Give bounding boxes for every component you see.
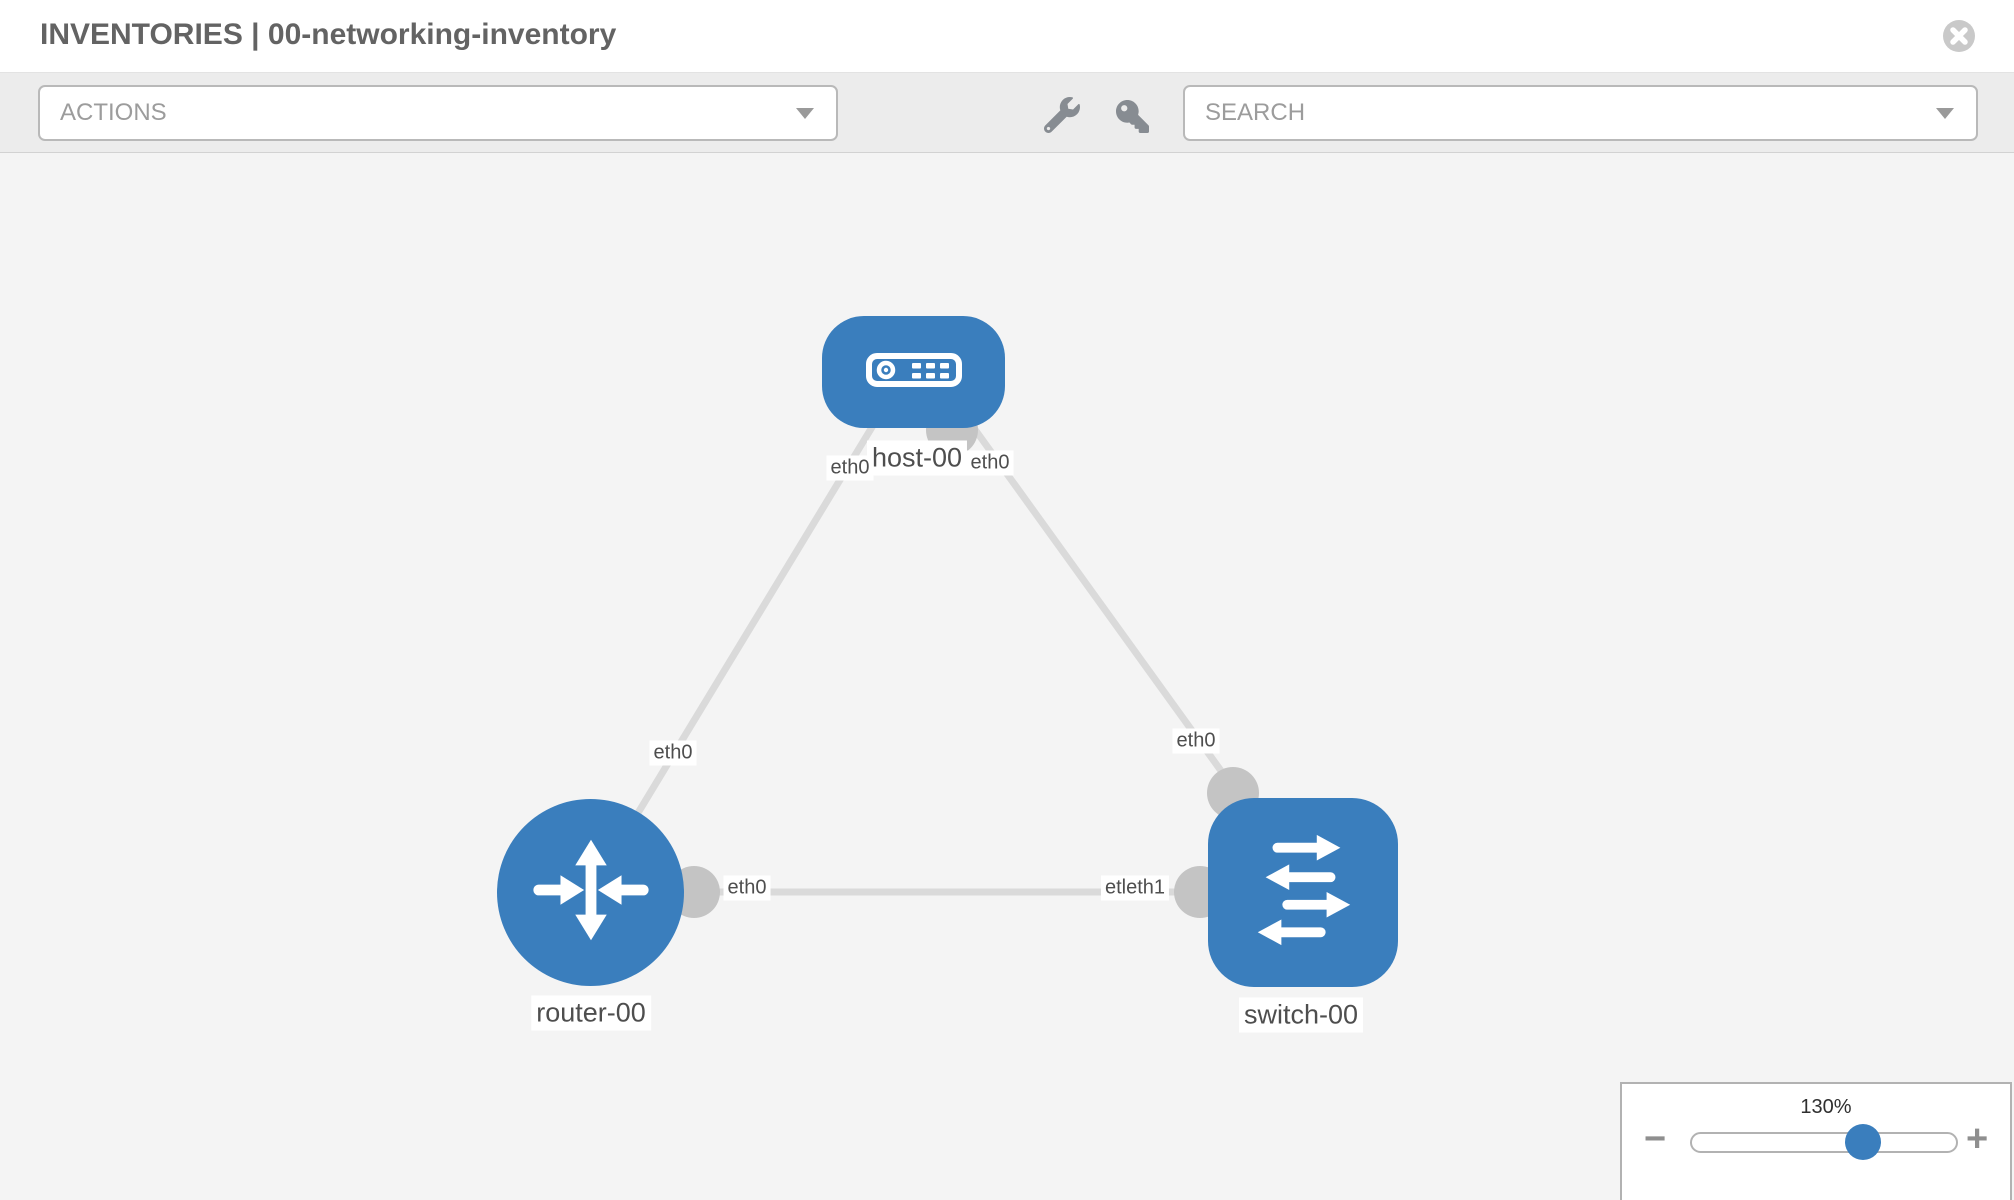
actions-dropdown-label: ACTIONS [60, 99, 167, 126]
zoom-slider-track[interactable] [1690, 1124, 1958, 1160]
interface-label-host-eth0-left: eth0 [826, 455, 874, 481]
key-icon [1116, 100, 1149, 136]
node-label-host: host-00 [866, 440, 968, 476]
node-router-00[interactable] [497, 799, 684, 986]
node-host-00[interactable] [822, 316, 1005, 428]
interface-label-router-eth0-up: eth0 [649, 740, 697, 766]
wrench-icon [1043, 97, 1080, 136]
zoom-out-button[interactable]: − [1644, 1118, 1667, 1160]
actions-dropdown[interactable]: ACTIONS [38, 85, 838, 141]
switch-arrows-icon [1244, 829, 1362, 956]
chevron-down-icon [796, 108, 814, 119]
node-label-router: router-00 [531, 995, 651, 1031]
search-dropdown[interactable]: SEARCH [1183, 85, 1978, 141]
zoom-in-button[interactable]: + [1966, 1118, 1989, 1160]
server-icon [865, 352, 963, 393]
router-arrows-icon [527, 826, 655, 959]
node-switch-00[interactable] [1208, 798, 1398, 987]
zoom-level-value: 130% [1800, 1096, 1852, 1118]
wrench-button[interactable] [1043, 97, 1080, 136]
links-layer [587, 378, 1301, 918]
toolbar: ACTIONS SEARCH [0, 73, 2014, 153]
topology-canvas[interactable]: host-00 router-00 switch-00 eth0 eth0 et… [0, 153, 2014, 1200]
close-button[interactable] [1942, 19, 1976, 53]
chevron-down-icon [1936, 108, 1954, 119]
interface-label-switch-eth0-top: eth0 [1172, 728, 1220, 754]
header-bar: INVENTORIES | 00-networking-inventory [0, 0, 2014, 73]
zoom-slider-knob[interactable] [1845, 1124, 1881, 1160]
search-placeholder: SEARCH [1205, 99, 1306, 126]
zoom-control-panel: 130% − + [1620, 1082, 2012, 1200]
page-title: INVENTORIES | 00-networking-inventory [40, 18, 617, 51]
interface-label-switch-eth1-side: etleth1 [1100, 875, 1170, 901]
key-button[interactable] [1116, 100, 1149, 136]
node-label-switch: switch-00 [1238, 997, 1364, 1033]
close-icon [1942, 20, 1976, 56]
interface-label-host-eth0-right: eth0 [966, 450, 1014, 476]
interface-label-router-eth0-side: eth0 [723, 875, 771, 901]
